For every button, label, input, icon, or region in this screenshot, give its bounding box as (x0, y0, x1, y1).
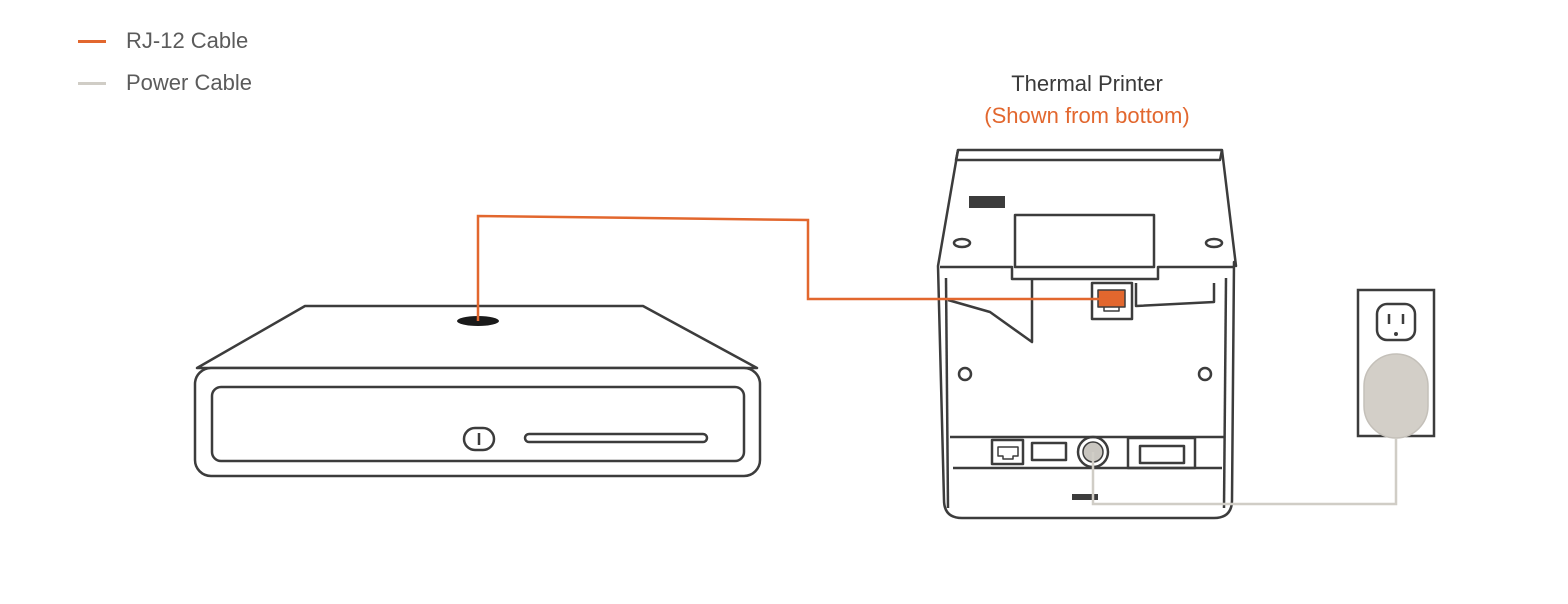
printer-title: Thermal Printer (1011, 71, 1163, 96)
legend-swatch-power (78, 82, 106, 85)
power-plug-icon (1363, 353, 1429, 439)
legend-label-rj12: RJ-12 Cable (126, 28, 249, 53)
printer-caption: Thermal Printer (Shown from bottom) (937, 68, 1237, 132)
thermal-printer-icon (936, 148, 1238, 520)
legend-swatch-rj12 (78, 40, 106, 43)
legend-label-power: Power Cable (126, 70, 252, 95)
rj12-cable (476, 214, 1111, 321)
cash-drawer-icon (193, 304, 762, 478)
power-cable (1091, 438, 1398, 506)
printer-subtitle: (Shown from bottom) (984, 103, 1190, 128)
